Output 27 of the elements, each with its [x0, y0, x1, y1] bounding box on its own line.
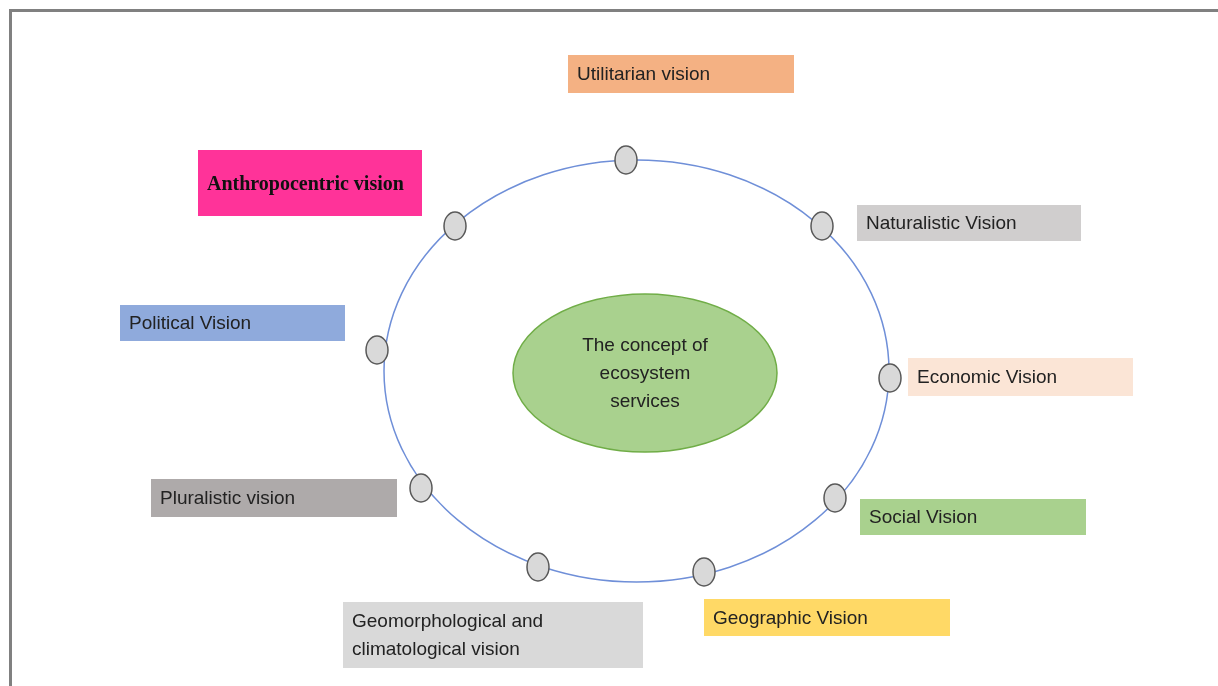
box-text: Social Vision — [869, 505, 979, 529]
label-box — [857, 205, 1081, 241]
label-box — [568, 55, 794, 93]
label-box — [704, 599, 950, 636]
label-box — [198, 150, 422, 216]
small-circle — [614, 145, 638, 175]
center-ellipse — [512, 293, 778, 453]
box-text: Utilitarian vision — [577, 62, 712, 86]
label-box — [860, 499, 1086, 535]
box-text: Geographic Vision — [713, 605, 869, 630]
small-circle — [878, 363, 902, 393]
box-text: Pluralistic vision — [160, 486, 297, 510]
center-text: The concept of ecosystem services — [581, 333, 709, 413]
box-text: Economic Vision — [917, 365, 1059, 389]
box-text: Anthropocentric vision — [207, 171, 405, 197]
box-text: Political Vision — [129, 311, 253, 335]
label-box — [120, 305, 345, 341]
small-circle — [365, 335, 389, 365]
label-box — [151, 479, 397, 517]
small-circle — [692, 557, 716, 587]
label-box — [343, 602, 643, 668]
label-box — [908, 358, 1133, 396]
small-circle — [526, 552, 550, 582]
box-text: Naturalistic Vision — [866, 211, 1018, 235]
small-circle — [409, 473, 433, 503]
box-text: Geomorphological and climatological vision — [352, 609, 545, 661]
small-circle — [810, 211, 834, 241]
